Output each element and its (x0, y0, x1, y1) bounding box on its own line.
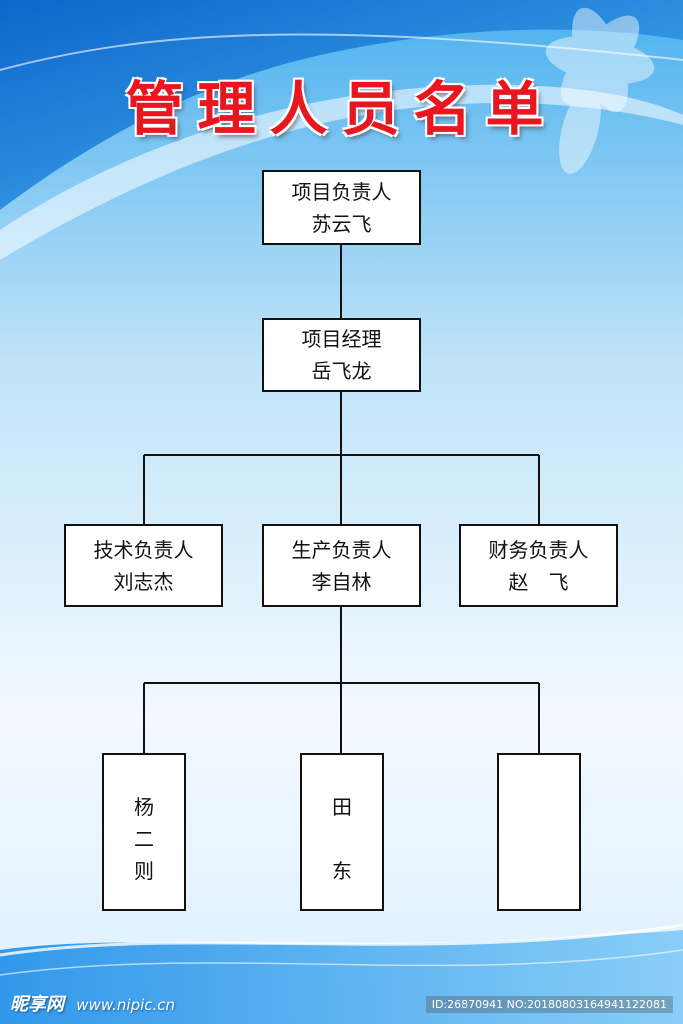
node-member-3 (497, 753, 581, 911)
watermark-logo-text: 昵享网 (10, 994, 64, 1015)
member-char: 田 (332, 795, 352, 819)
node-name: 岳飞龙 (311, 359, 372, 383)
member-char: 则 (134, 859, 154, 883)
watermark-logo: 昵享网 www.nipic.cn (10, 990, 175, 1016)
node-role: 生产负责人 (291, 537, 392, 562)
member-char: 杨 (134, 795, 154, 819)
node-name: 刘志杰 (113, 569, 174, 594)
page-title: 管理人员名单 (125, 75, 558, 143)
watermark-id: ID:26870941 NO:20180803164941122081 (425, 996, 673, 1013)
node-production-head: 生产负责人 李自林 (262, 524, 421, 607)
node-member-2: 田 东 (300, 753, 384, 911)
node-role: 项目负责人 (291, 179, 392, 204)
node-name: 苏云飞 (311, 211, 372, 236)
node-name: 赵 飞 (508, 569, 569, 594)
node-project-head: 项目负责人 苏云飞 (262, 170, 421, 245)
connector-lines (143, 245, 540, 753)
node-member-1: 杨 二 则 (102, 753, 186, 911)
member-char: 东 (332, 859, 352, 883)
node-role: 财务负责人 (488, 537, 589, 562)
watermark-url: www.nipic.cn (76, 996, 176, 1014)
member-char: 二 (134, 827, 154, 851)
node-name: 李自林 (311, 569, 372, 594)
node-finance-head: 财务负责人 赵 飞 (459, 524, 618, 607)
node-tech-head: 技术负责人 刘志杰 (64, 524, 223, 607)
node-role: 项目经理 (301, 327, 382, 351)
flower-decoration (545, 7, 655, 174)
node-role: 技术负责人 (93, 537, 194, 562)
node-project-manager: 项目经理 岳飞龙 (262, 318, 421, 392)
